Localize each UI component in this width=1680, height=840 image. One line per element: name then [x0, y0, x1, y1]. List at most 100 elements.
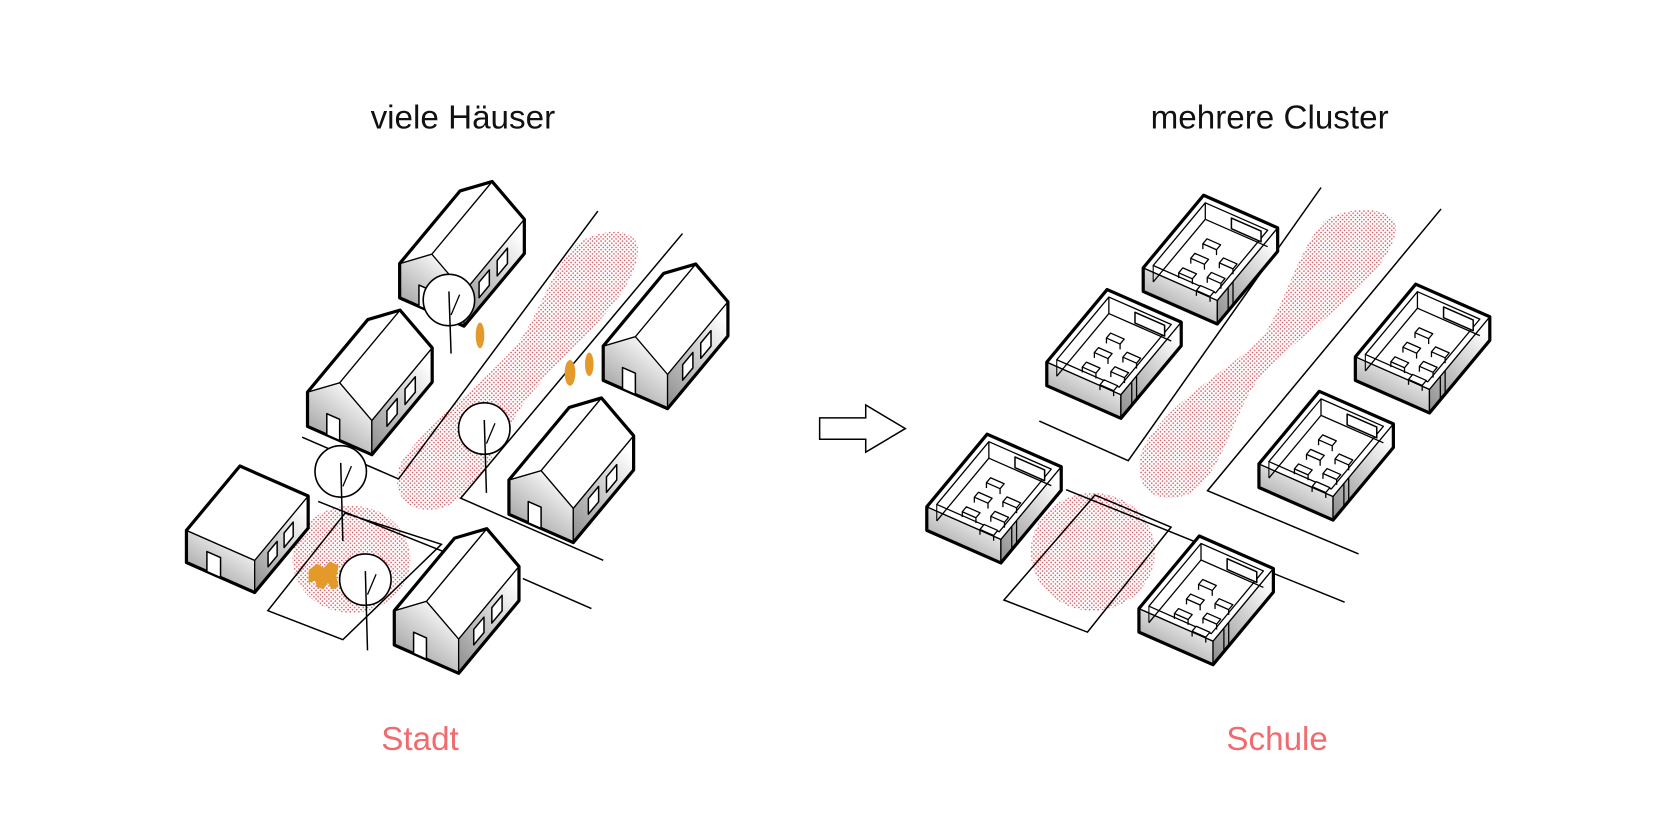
table-icon [1317, 434, 1337, 452]
trees [314, 273, 511, 651]
table-icon [973, 491, 993, 509]
table-icon [1218, 257, 1238, 275]
table-top [1190, 252, 1210, 265]
person-icon [475, 322, 485, 349]
table-top [961, 506, 981, 519]
table-top [1002, 496, 1022, 509]
buildings [184, 179, 1492, 675]
table-icon [1122, 351, 1142, 369]
board [1226, 557, 1258, 584]
window [605, 463, 618, 494]
person-icon [564, 360, 576, 386]
table-top [1185, 593, 1205, 606]
left-street-open-space [397, 231, 638, 510]
table-top [1105, 332, 1125, 345]
tree-trunk [483, 419, 488, 493]
table-top [1293, 463, 1313, 476]
table-top [1191, 625, 1211, 638]
board [1442, 306, 1474, 332]
window [386, 397, 398, 428]
right-street-open-space [1139, 209, 1397, 498]
tree-icon [314, 444, 368, 542]
table-icon [1173, 607, 1193, 625]
people [308, 322, 594, 590]
table-icon [1093, 346, 1113, 364]
table-icon [1214, 598, 1234, 615]
door [206, 550, 222, 579]
table-icon [1334, 453, 1354, 471]
table-top [1202, 238, 1222, 251]
table-icon [1202, 612, 1222, 630]
floor-edge [1152, 218, 1206, 283]
window [496, 247, 509, 277]
table-top [1197, 578, 1217, 592]
tree-trunk [339, 462, 344, 542]
table-top [1317, 434, 1337, 447]
board [1134, 311, 1166, 337]
house [392, 527, 521, 675]
table-top [1418, 360, 1438, 373]
table-top [1414, 327, 1434, 340]
table-icon [1002, 496, 1022, 514]
table-icon [1418, 360, 1438, 378]
table-icon [1390, 356, 1410, 374]
table-icon [1202, 238, 1222, 256]
table-icon [1190, 252, 1210, 270]
table-icon [1110, 366, 1130, 384]
house-outline [184, 464, 310, 595]
right-arrow-icon [818, 403, 907, 454]
table-icon [1414, 327, 1434, 345]
cluster-outline [1045, 287, 1183, 420]
house-outline [392, 527, 521, 675]
window [587, 485, 600, 515]
table-top [1305, 448, 1325, 461]
house-outline [601, 262, 730, 411]
tree-icon [338, 553, 392, 651]
table-icon [1293, 463, 1313, 481]
cluster-outline [1137, 534, 1275, 667]
window [404, 375, 417, 406]
classroom-cluster [1353, 282, 1492, 415]
window [472, 616, 485, 646]
table-icon [1178, 267, 1198, 285]
classroom-cluster [1257, 389, 1395, 522]
table-top [1390, 356, 1410, 369]
right-plaza-open-space [1030, 492, 1155, 611]
table-top [1206, 271, 1226, 285]
table-icon [1197, 578, 1217, 596]
table-icon [1430, 346, 1450, 364]
floor-edge [1056, 313, 1110, 377]
table-icon [990, 510, 1010, 528]
right-caption: Schule [1226, 721, 1328, 758]
street-line [459, 233, 684, 562]
floor-edge [1200, 559, 1264, 589]
classroom-cluster [925, 432, 1063, 565]
table-top [1099, 379, 1119, 392]
floor-edge [1148, 559, 1202, 624]
table-icon [979, 523, 999, 541]
floor-edge [936, 457, 990, 522]
floor-edge [1108, 312, 1172, 342]
floor-edge [1364, 307, 1418, 372]
door [326, 412, 341, 442]
house [601, 262, 730, 411]
window [681, 351, 694, 381]
tree-branch [366, 574, 377, 595]
window [700, 329, 712, 360]
table-top [1218, 257, 1238, 270]
table-top [1195, 284, 1215, 298]
house [305, 308, 434, 457]
classroom-cluster [1141, 193, 1280, 326]
table-top [1110, 366, 1130, 379]
table-top [1178, 267, 1198, 280]
left-title: viele Häuser [371, 100, 556, 137]
left-caption: Stadt [381, 721, 459, 758]
board [1346, 413, 1378, 439]
tree-branch [450, 294, 461, 316]
door [412, 631, 428, 660]
cluster-outline [925, 432, 1063, 565]
house [507, 396, 636, 545]
street-line [1206, 208, 1442, 555]
person-icon [585, 352, 594, 377]
